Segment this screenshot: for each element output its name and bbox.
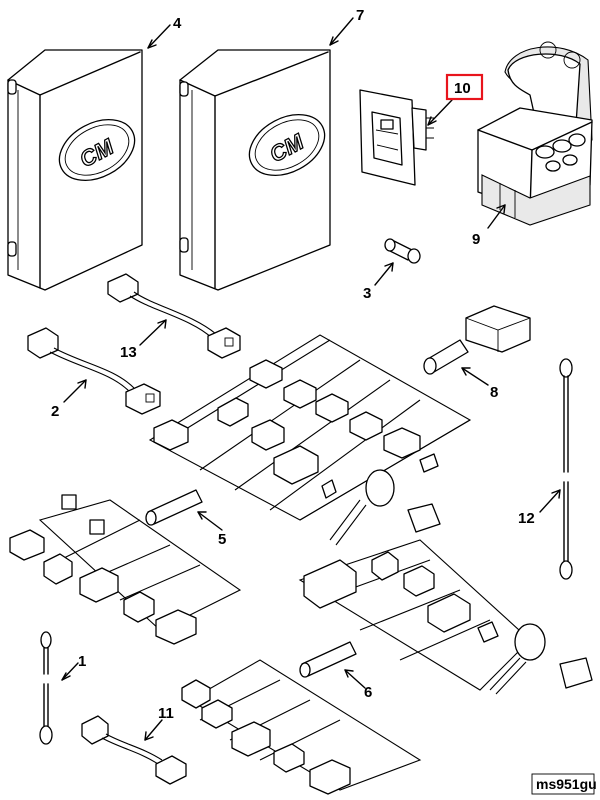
harness-6[interactable] — [181, 539, 593, 795]
callout-3[interactable]: 3 — [363, 285, 371, 302]
callout-5[interactable]: 5 — [218, 531, 226, 548]
cable-1[interactable] — [39, 631, 53, 745]
harness-11[interactable] — [81, 715, 187, 785]
callout-1[interactable]: 1 — [78, 653, 86, 670]
callout-8[interactable]: 8 — [490, 384, 498, 401]
callout-10-highlight — [445, 73, 484, 101]
cable-12[interactable] — [559, 358, 573, 580]
rocker-switch[interactable] — [359, 89, 434, 186]
callout-13[interactable]: 13 — [120, 344, 137, 361]
callout-10[interactable]: 10 — [454, 80, 471, 97]
harness-5[interactable] — [9, 489, 242, 645]
callout-12[interactable]: 12 — [518, 510, 535, 527]
bulb[interactable] — [384, 238, 421, 264]
harness-13[interactable] — [107, 273, 241, 359]
callout-6[interactable]: 6 — [364, 684, 372, 701]
figure-code-box — [531, 773, 595, 795]
control-box-left[interactable]: CM — [7, 49, 145, 291]
leader-lines — [61, 17, 561, 741]
callout-2[interactable]: 2 — [51, 403, 59, 420]
harness-2[interactable] — [27, 327, 161, 415]
callout-9[interactable]: 9 — [472, 231, 480, 248]
control-box-right[interactable]: CM — [179, 49, 335, 291]
callout-11[interactable]: 11 — [158, 705, 174, 722]
callout-7[interactable]: 7 — [356, 7, 364, 24]
callout-4[interactable]: 4 — [173, 15, 182, 32]
figure-code: ms951gu — [536, 776, 597, 792]
shift-control[interactable] — [477, 41, 593, 226]
main-harness-8[interactable] — [148, 305, 531, 546]
